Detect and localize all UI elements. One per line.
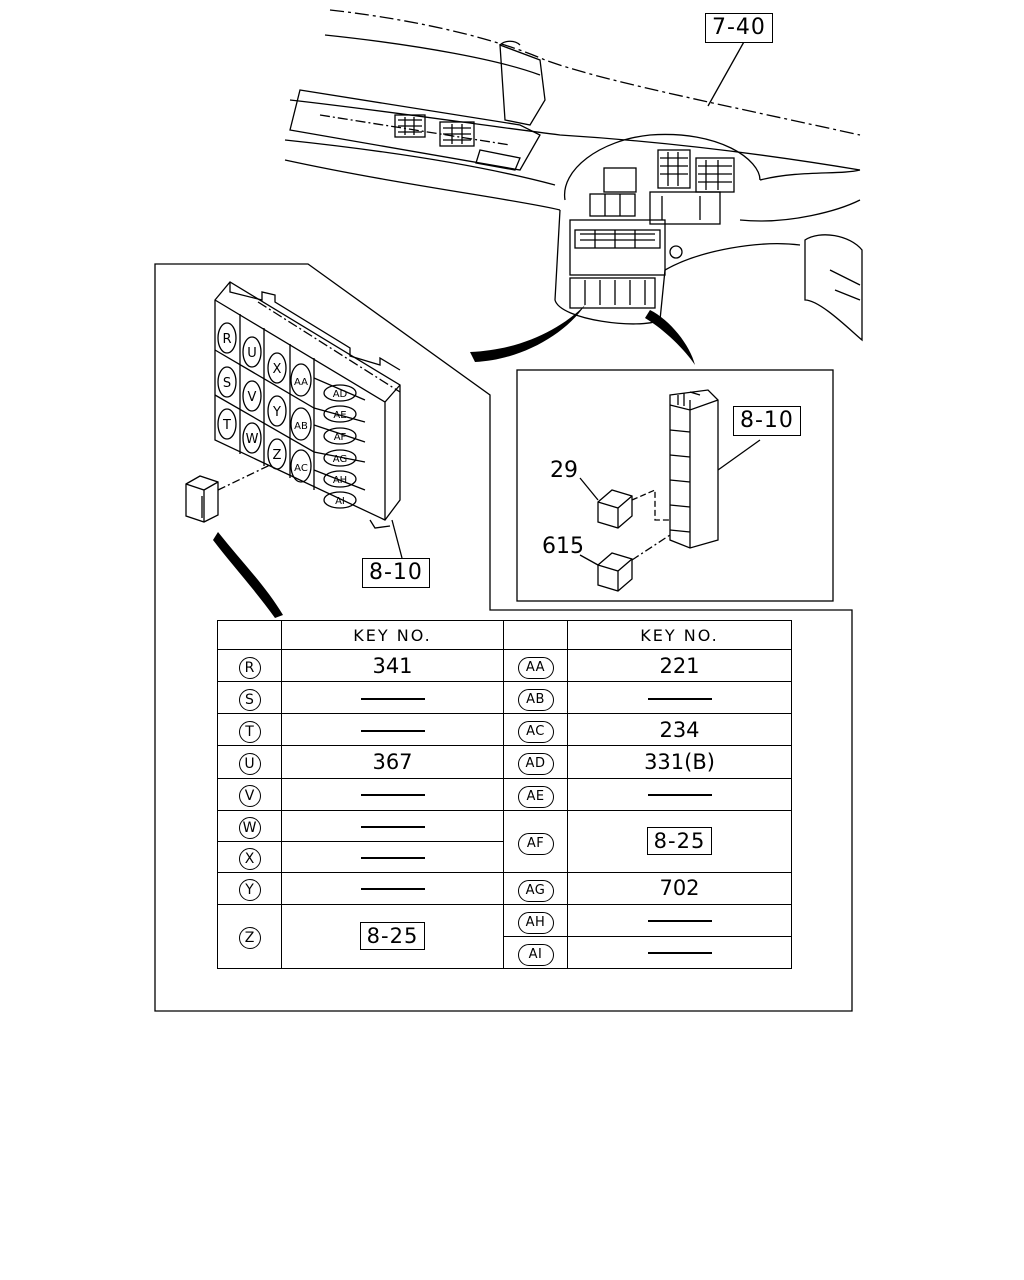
- header-blank-right: [503, 620, 568, 650]
- no-value-dash: [360, 697, 425, 700]
- no-value-dash: [360, 794, 425, 797]
- code-label: AC: [517, 721, 554, 744]
- fuse-cell-label: AC: [294, 463, 308, 474]
- no-value-dash: [360, 888, 425, 891]
- fuse-cell-label: S: [223, 376, 231, 391]
- code-label: AE: [517, 785, 554, 808]
- key-number-table: KEY NO. KEY NO. R 341 AA 221 S AB T AC 2…: [217, 620, 792, 970]
- relay-reference-box-right: 8-10: [733, 406, 801, 436]
- callout-part-a: 29: [550, 458, 578, 483]
- dash-reference-box: 7-40: [705, 13, 773, 43]
- fuse-block-illustration: [185, 281, 403, 559]
- table-row: T AC 234: [217, 713, 792, 747]
- code-label: Y: [238, 879, 261, 902]
- fuse-cell-label: AF: [334, 432, 347, 443]
- code-label: AD: [517, 753, 554, 776]
- code-label: V: [238, 785, 261, 808]
- key-value: 331(B): [567, 745, 792, 779]
- code-label: X: [238, 847, 261, 870]
- code-label: AF: [517, 832, 554, 855]
- no-value-dash: [360, 729, 425, 732]
- fuse-cell-label: AH: [333, 475, 347, 486]
- fuse-cell-label: AA: [294, 377, 308, 388]
- key-value: 367: [281, 745, 504, 779]
- relay-reference-box-left: 8-10: [362, 558, 430, 588]
- fuse-cell-label: Z: [273, 448, 282, 463]
- no-value-dash: [360, 825, 425, 828]
- pointer-arrow-table: [213, 532, 283, 618]
- fuse-cell-label: T: [222, 418, 231, 433]
- fuse-cell-label: AG: [333, 454, 347, 465]
- table-row: V AE: [217, 777, 792, 811]
- code-label: AA: [517, 657, 554, 680]
- no-value-dash: [647, 920, 712, 923]
- code-label: AG: [517, 879, 554, 902]
- no-value-dash: [647, 794, 712, 797]
- code-label: AI: [517, 943, 554, 966]
- relay-inset-box: [516, 369, 834, 602]
- code-label: U: [238, 752, 261, 775]
- code-label: R: [238, 656, 261, 679]
- fuse-cell-label: V: [248, 390, 257, 405]
- fuse-cell-label: R: [222, 332, 231, 347]
- fuse-cell-label: AB: [294, 421, 308, 432]
- code-label: Z: [238, 927, 261, 950]
- table-row: S AB: [217, 681, 792, 715]
- reference-box: 8-25: [646, 827, 713, 856]
- code-label: AH: [517, 911, 554, 934]
- dashboard-illustration: [284, 9, 863, 342]
- pointer-arrow-right: [645, 310, 695, 365]
- reference-box: 8-25: [359, 922, 426, 951]
- table-row: Z 8-25 AH: [217, 903, 792, 970]
- table-row: U 367 AD 331(B): [217, 745, 792, 779]
- fuse-cell-label: AE: [333, 410, 346, 421]
- code-label: AB: [517, 689, 554, 712]
- fuse-cell-label: Y: [272, 405, 281, 420]
- fuse-cell-label: AD: [333, 389, 348, 400]
- callout-part-b: 615: [542, 534, 584, 559]
- fuse-cell-label: X: [273, 362, 282, 377]
- fuse-cell-label: U: [247, 346, 257, 361]
- header-key-right: KEY NO.: [567, 620, 792, 650]
- table-row: W AF 8-25: [217, 809, 792, 873]
- header-key-left: KEY NO.: [281, 620, 504, 650]
- key-value: 341: [281, 648, 504, 683]
- code-label: W: [238, 816, 261, 839]
- table-header-row: KEY NO. KEY NO.: [217, 620, 792, 650]
- table-row: AI: [218, 935, 792, 970]
- key-value: 234: [567, 713, 792, 747]
- code-label: T: [238, 720, 261, 743]
- pointer-arrow-left: [470, 305, 585, 362]
- key-value: 702: [567, 871, 792, 905]
- fuse-cell-label: AI: [335, 496, 345, 507]
- no-value-dash: [647, 952, 712, 955]
- table-row: R 341 AA 221: [217, 648, 792, 683]
- no-value-dash: [647, 697, 712, 700]
- detail-frame: [154, 263, 853, 1012]
- no-value-dash: [360, 856, 425, 859]
- code-label: S: [238, 688, 261, 711]
- fuse-cell-label: W: [246, 432, 259, 447]
- key-value: 221: [567, 648, 792, 683]
- header-blank-left: [217, 620, 282, 650]
- table-row: Y AG 702: [217, 871, 792, 905]
